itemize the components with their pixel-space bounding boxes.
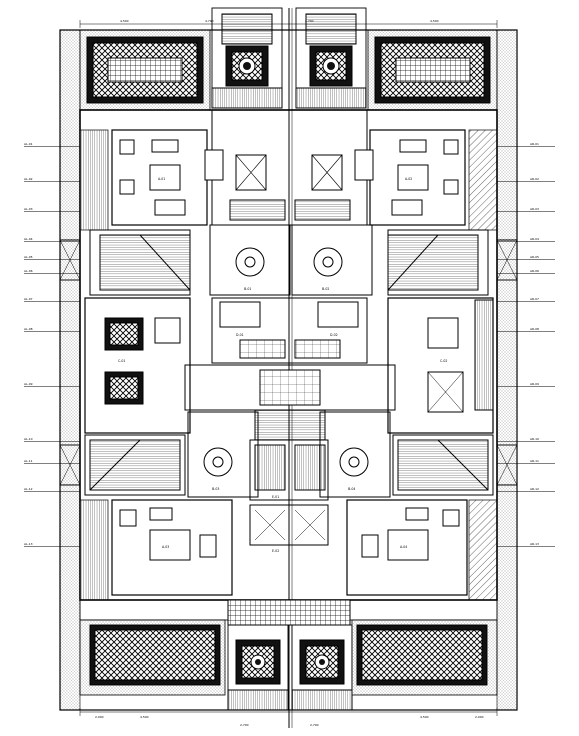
annotation-tag: AR-08: [530, 327, 539, 331]
annotation-tag: AL-08: [24, 327, 33, 331]
bottom-entrance-left: [227, 624, 289, 711]
living-room-top-left: A-01: [111, 129, 208, 226]
annotation-tag: AL-13: [24, 542, 33, 546]
annotation-tag: AL-10: [24, 437, 33, 441]
svg-text:D-02: D-02: [330, 333, 338, 337]
annotation-tag: AR-01: [530, 142, 539, 146]
top-right-garden: [367, 29, 498, 111]
center-stair: [254, 409, 326, 441]
bottom-entrance-right: [291, 624, 353, 711]
central-top-hall: [204, 109, 374, 226]
dining-room-top-left: B-01: [209, 224, 291, 296]
svg-text:B-04: B-04: [348, 487, 355, 491]
left-planting-strip: [59, 29, 81, 711]
dim-top-mid-left: 4,700: [205, 19, 214, 23]
central-lower-hall: E-01 E-02: [249, 439, 329, 553]
bedroom-middle-right: C-02: [387, 297, 494, 434]
dining-room-bottom-right: B-04: [319, 411, 391, 498]
annotation-tag: AR-04: [530, 237, 539, 241]
annotation-tag: AL-02: [24, 177, 33, 181]
svg-text:A-03: A-03: [162, 545, 169, 549]
top-entrance-left: [211, 7, 283, 109]
annotation-tag: AR-11: [530, 459, 539, 463]
dining-room-top-right: B-02: [291, 224, 373, 296]
annotation-tag: AR-13: [530, 542, 539, 546]
annotation-tag: AL-01: [24, 142, 33, 146]
right-annotation-tags: AR-01AR-02AR-03AR-04AR-05AR-06AR-07AR-08…: [497, 142, 555, 547]
top-left-garden: [79, 29, 211, 111]
svg-text:B-03: B-03: [212, 487, 219, 491]
living-room-bottom-left: A-03: [111, 499, 233, 596]
annotation-tag: AL-09: [24, 382, 33, 386]
stair-upper-right: [387, 229, 518, 296]
dim-top-right: 4,500: [430, 19, 439, 23]
dimension-lines: [79, 20, 498, 716]
bottom-left-garden: [79, 619, 226, 696]
annotation-tag: AR-02: [530, 177, 539, 181]
annotation-tag: AR-12: [530, 487, 539, 491]
dim-bottom-mid-right: 4,500: [420, 715, 429, 719]
dim-bottom-right: 2,000: [475, 715, 484, 719]
annotation-tag: AR-03: [530, 207, 539, 211]
dim-bottom-mid-left: 4,500: [140, 715, 149, 719]
stair-lower-right: [392, 434, 518, 496]
annotation-tag: AR-06: [530, 269, 539, 273]
dining-room-bottom-left: B-03: [187, 411, 259, 498]
annotation-tag: AR-05: [530, 255, 539, 259]
annotation-tag: AL-05: [24, 255, 33, 259]
bedroom-middle-left: C-01: [84, 297, 191, 434]
annotation-tag: AL-04: [24, 237, 33, 241]
annotation-tag: AR-07: [530, 297, 539, 301]
annotation-tag: AL-12: [24, 487, 33, 491]
living-room-bottom-right: A-04: [346, 499, 468, 596]
annotation-tag: AL-11: [24, 459, 33, 463]
dim-bottom-center-left: 2,700: [240, 723, 249, 727]
svg-text:B-02: B-02: [322, 287, 329, 291]
living-room-top-right: A-02: [369, 129, 466, 226]
svg-text:A-02: A-02: [405, 177, 412, 181]
dim-top-left: 4,500: [120, 19, 129, 23]
dim-bottom-center-right: 2,700: [310, 723, 319, 727]
central-service-core: D-01 D-02: [211, 297, 368, 364]
left-annotation-tags: AL-01AL-02AL-03AL-04AL-05AL-06AL-07AL-08…: [24, 142, 80, 547]
dim-bottom-left: 2,000: [95, 715, 104, 719]
svg-text:A-01: A-01: [158, 177, 165, 181]
svg-text:D-01: D-01: [236, 333, 244, 337]
svg-text:E-02: E-02: [272, 549, 279, 553]
stair-lower-left: [59, 434, 186, 496]
svg-text:C-02: C-02: [440, 359, 447, 363]
stair-upper-left: [59, 229, 191, 296]
annotation-tag: AR-10: [530, 437, 539, 441]
bottom-entry-terrace: [227, 599, 351, 626]
svg-text:A-04: A-04: [400, 545, 407, 549]
svg-text:C-01: C-01: [118, 359, 125, 363]
annotation-tag: AL-03: [24, 207, 33, 211]
annotation-tag: AL-07: [24, 297, 33, 301]
svg-text:B-01: B-01: [244, 287, 251, 291]
svg-text:E-01: E-01: [272, 495, 279, 499]
bottom-right-garden: [351, 619, 498, 696]
top-entrance-right: [295, 7, 367, 109]
annotation-tag: AL-06: [24, 269, 33, 273]
dim-top-mid-right: 4,700: [305, 19, 314, 23]
annotation-tag: AR-09: [530, 382, 539, 386]
right-planting-strip: [496, 29, 518, 711]
